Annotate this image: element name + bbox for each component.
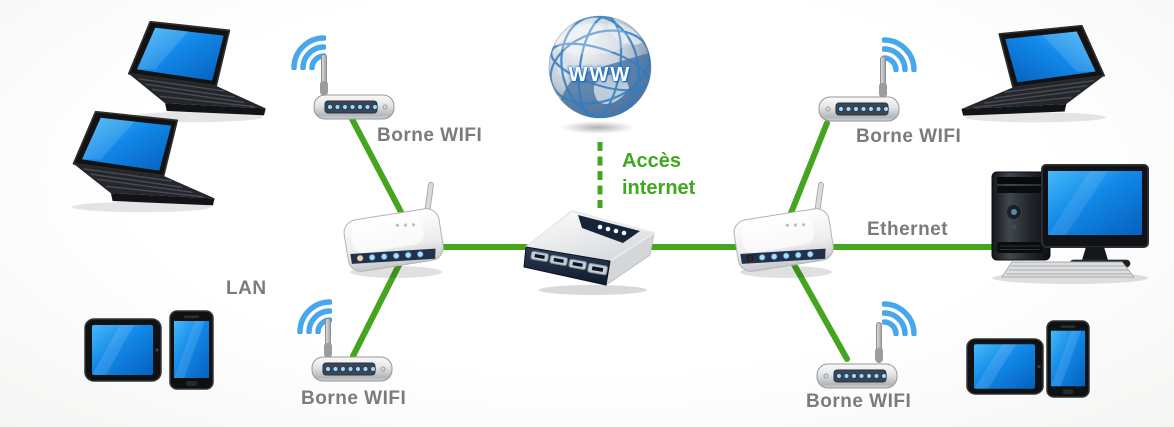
ethernet-label: Ethernet [867,219,949,240]
antenna [320,54,328,96]
globe-www-label: WWW [568,64,632,86]
tablet-left [84,318,162,382]
laptop-top-left-back [104,20,269,124]
acces-internet-line2: internet [622,177,696,199]
link-ap-bottom-left [350,258,404,359]
wifi-signal-icon [882,301,917,336]
lan-label: LAN [226,278,267,299]
wifi-ap-bottom-left [278,284,396,384]
internet-globe-icon: WWW [547,14,653,120]
router-left [336,180,454,280]
access-point-body [313,94,395,120]
wifi-ap-bottom-right [814,286,932,390]
laptop-top-right [958,24,1130,124]
acces-internet-label: Accès internet [622,148,695,202]
wifi-ap-top-right [816,22,934,122]
access-point-body [818,96,900,122]
borne-wifi-label-top-right: Borne WIFI [856,126,962,147]
link-ap-top-right [788,120,830,216]
pc-monitor [1041,164,1149,268]
antenna [875,322,883,363]
tablet-right [966,338,1044,395]
smartphone-left [169,310,214,390]
link-ap-top-left [349,116,404,215]
borne-wifi-label-top-left: Borne WIFI [377,125,483,146]
pc-keyboard [1001,261,1136,278]
desktop-pc [982,162,1174,286]
smartphone-right [1046,320,1090,398]
link-ap-bottom-right [789,258,850,362]
wifi-signal-icon [882,37,917,72]
acces-internet-line1: Accès [622,150,681,172]
antenna [324,318,332,358]
access-point-body [816,363,898,389]
laptop-top-left-front [48,110,218,214]
wifi-signal-icon [291,35,326,70]
borne-wifi-label-bottom-right: Borne WIFI [806,391,912,412]
wifi-ap-top-left [280,22,398,122]
router-right [726,180,844,280]
borne-wifi-label-bottom-left: Borne WIFI [301,388,407,409]
globe-shadow [560,121,636,134]
access-point-body [311,356,393,382]
antenna [879,56,887,98]
internet-gateway-router [518,203,658,295]
